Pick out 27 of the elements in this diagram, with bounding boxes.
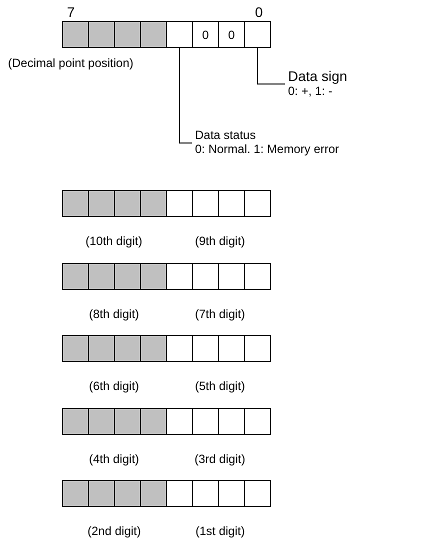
bit-number: 7 (67, 4, 75, 20)
field-label: (Decimal point position) (8, 56, 134, 70)
bit-cell (62, 21, 89, 48)
digit-label: (3rd digit) (194, 452, 246, 466)
digit-label: (1st digit) (196, 524, 245, 538)
field-title: Data sign (288, 68, 348, 84)
digit-label: (7th digit) (195, 307, 246, 321)
leader-line (257, 48, 286, 84)
digit-label: (10th digit) (86, 234, 142, 248)
field-title: Data status (195, 128, 257, 142)
bit-cell: 0 (218, 21, 245, 48)
digit-label: (4th digit) (89, 452, 140, 466)
digit-label: (6th digit) (89, 379, 140, 393)
bit-cell (140, 21, 167, 48)
bit-cell (88, 21, 115, 48)
bit-cell (166, 21, 193, 48)
bit-cell (114, 21, 141, 48)
digit-label: (9th digit) (195, 234, 246, 248)
digit-label: (8th digit) (89, 307, 140, 321)
digit-label: (2nd digit) (88, 524, 141, 538)
bit-number: 0 (255, 4, 263, 20)
leader-line (179, 48, 192, 144)
field-description: 0: +, 1: - (288, 84, 334, 98)
bit-cell: 0 (192, 21, 219, 48)
field-description: 0: Normal. 1: Memory error (195, 142, 340, 156)
bit-cell (244, 21, 271, 48)
digit-label: (5th digit) (195, 379, 246, 393)
